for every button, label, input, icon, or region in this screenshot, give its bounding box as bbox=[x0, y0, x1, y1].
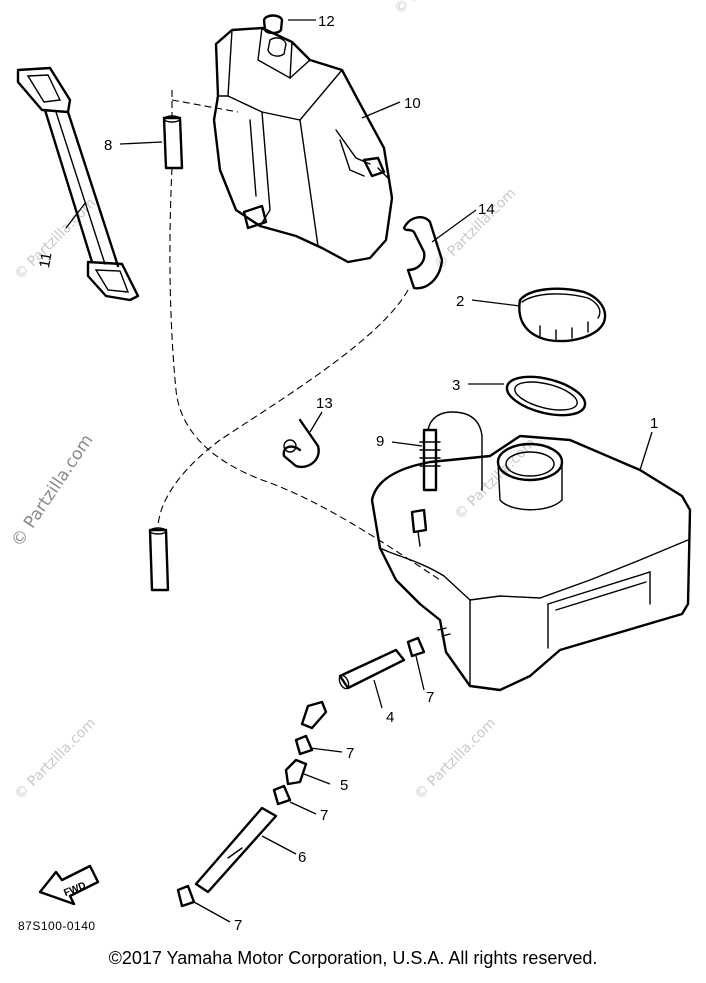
part-2-fuel-cap bbox=[518, 287, 607, 343]
callout-7: 7 bbox=[346, 745, 354, 762]
callout-8: 8 bbox=[104, 137, 112, 154]
watermark-side: © Partzilla.com bbox=[8, 431, 98, 551]
fwd-arrow: FWD bbox=[38, 864, 100, 906]
leader-lines bbox=[65, 19, 653, 923]
watermark: © Partzilla.com bbox=[392, 0, 480, 18]
part-5-filter bbox=[284, 758, 308, 786]
loose-hose bbox=[148, 527, 170, 592]
connector-hose bbox=[300, 700, 328, 730]
fwd-label: FWD bbox=[62, 880, 87, 899]
part-11-strap bbox=[16, 66, 140, 302]
watermark: © Partzilla.com bbox=[12, 715, 100, 803]
copyright-notice: ©2017 Yamaha Motor Corporation, U.S.A. A… bbox=[108, 948, 598, 968]
callout-12: 12 bbox=[318, 13, 335, 30]
part-10-reservoir bbox=[212, 26, 394, 264]
callout-1: 1 bbox=[650, 415, 658, 432]
routing-lines bbox=[157, 90, 441, 581]
callout-7: 7 bbox=[320, 807, 328, 824]
callout-2: 2 bbox=[456, 293, 464, 310]
callout-4: 4 bbox=[386, 709, 394, 726]
diagram-code: 87S100-0140 bbox=[18, 919, 96, 933]
part-8-hose bbox=[162, 115, 184, 170]
part-6-hose bbox=[194, 806, 278, 894]
part-9-vent bbox=[419, 411, 483, 492]
callout-7: 7 bbox=[234, 917, 242, 934]
watermark: © Partzilla.com bbox=[432, 185, 520, 273]
part-3-gasket bbox=[505, 375, 587, 417]
part-1-fuel-tank bbox=[370, 434, 692, 692]
callout-14: 14 bbox=[478, 201, 495, 218]
callouts: 12 10 8 14 11 2 3 13 9 1 4 7 7 5 7 6 7 bbox=[36, 13, 658, 934]
watermarks: © Partzilla.com © Partzilla.com © Partzi… bbox=[8, 0, 540, 803]
part-13-clip bbox=[282, 418, 320, 469]
callout-9: 9 bbox=[376, 433, 384, 450]
callout-3: 3 bbox=[452, 377, 460, 394]
part-4-hose bbox=[338, 648, 406, 690]
watermark: © Partzilla.com bbox=[412, 715, 500, 803]
callout-11: 11 bbox=[36, 251, 55, 269]
part-14-hose bbox=[402, 216, 444, 290]
callout-5: 5 bbox=[340, 777, 348, 794]
callout-10: 10 bbox=[404, 95, 421, 112]
callout-7: 7 bbox=[426, 689, 434, 706]
callout-6: 6 bbox=[298, 849, 306, 866]
callout-13: 13 bbox=[316, 395, 333, 412]
